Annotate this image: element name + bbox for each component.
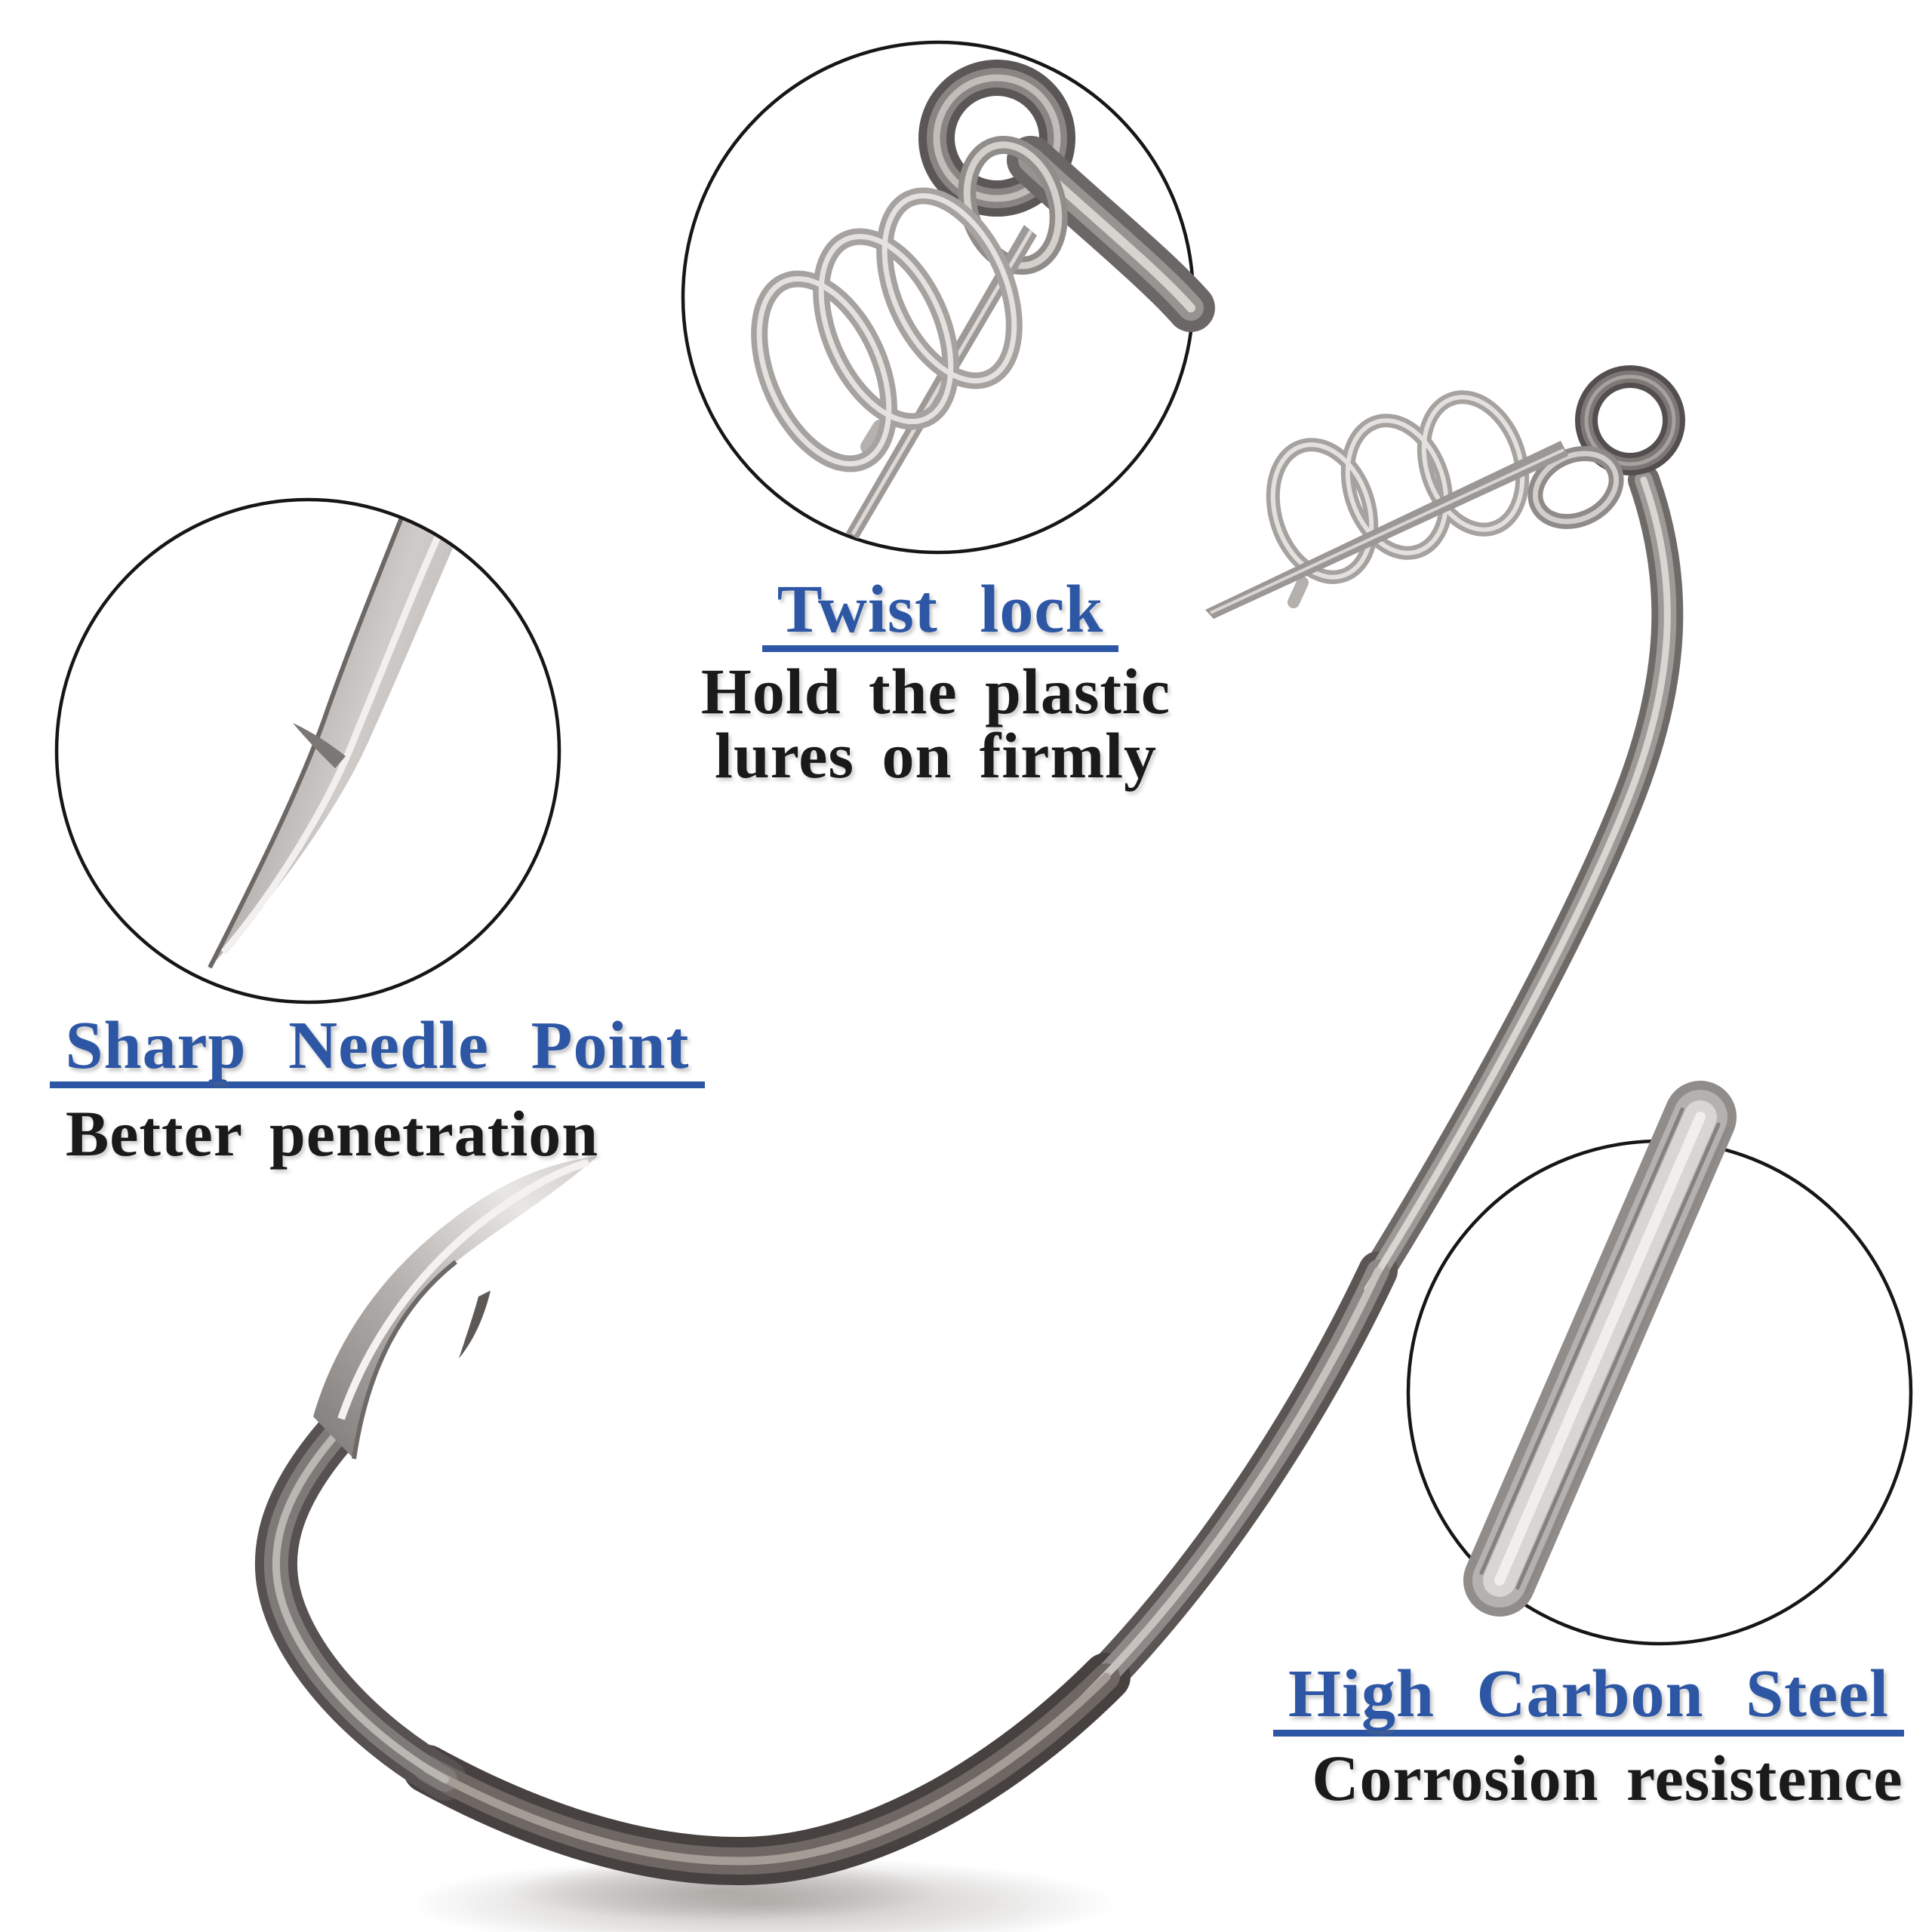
hook-shadow [408,1857,1117,1932]
magnifier-circle-twist-lock [681,40,1215,555]
magnifier-circle-needle-point [54,497,561,1004]
twist-lock-spring [1205,390,1624,619]
sharp-needle-point-title: Sharp Needle Point [0,1012,755,1088]
high-carbon-steel-title: High Carbon Steel [1174,1660,1932,1737]
zoomed-hook-eye [918,60,1075,217]
zoomed-steel-shank [1463,1081,1737,1617]
twist-lock-description-line1: Hold the plastic [700,655,1171,728]
high-carbon-steel-description: Corrosion resistence [1312,1742,1903,1814]
zoomed-barb [293,723,346,768]
hook-point [313,1156,598,1460]
twist-lock-title: Twist lock [525,576,1355,652]
hook-body [254,464,1684,1886]
zoomed-needle-point [208,500,483,969]
high-carbon-steel-title-text: High Carbon Steel [1272,1660,1905,1737]
sharp-needle-point-title-text: Sharp Needle Point [50,1012,705,1088]
twist-lock-description-line2: lures on firmly [714,719,1158,792]
sharp-needle-point-description: Better penetration [65,1097,599,1170]
hook-barb [459,1291,491,1358]
twist-lock-title-text: Twist lock [761,576,1119,652]
spring-pin [1205,441,1568,619]
hook-eye [1575,365,1685,475]
magnifier-circle-steel-shank [1406,1081,1913,1646]
